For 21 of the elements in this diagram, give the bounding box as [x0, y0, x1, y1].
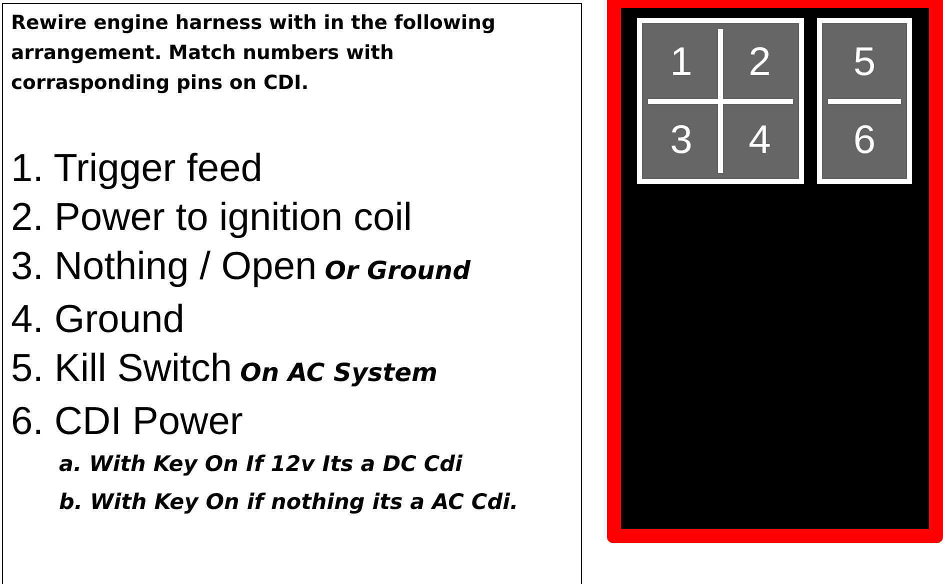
pin-number: 5 — [853, 42, 876, 82]
text-panel — [2, 3, 582, 584]
pin-description: 5. Kill Switch — [11, 346, 232, 392]
pin-description: 3. Nothing / Open — [11, 244, 317, 290]
pin-description: 4. Ground — [11, 297, 184, 343]
pin-number: 3 — [670, 120, 692, 160]
pin-description: 6. CDI Power — [11, 399, 243, 445]
pin-description: 2. Power to ignition coil — [11, 195, 412, 241]
pin-description: 1. Trigger feed — [11, 146, 262, 192]
pin-number: 6 — [853, 120, 876, 160]
pin-housing — [637, 18, 804, 184]
pin-housing — [817, 18, 912, 184]
instruction-text: Rewire engine harness with in the following arrangement. Match numbers with corrasponding pins on CDI. — [11, 11, 496, 94]
pin-note: On AC System — [240, 357, 438, 389]
pin-number: 1 — [670, 42, 692, 82]
pin-number: 2 — [748, 42, 771, 82]
note-text: b. With Key On if nothing its a AC Cdi. — [59, 490, 518, 515]
pin-note: Or Ground — [324, 255, 471, 287]
note-text: a. With Key On If 12v Its a DC Cdi — [59, 452, 462, 477]
cdi-connector — [607, 0, 943, 543]
pin-number: 4 — [748, 120, 771, 160]
